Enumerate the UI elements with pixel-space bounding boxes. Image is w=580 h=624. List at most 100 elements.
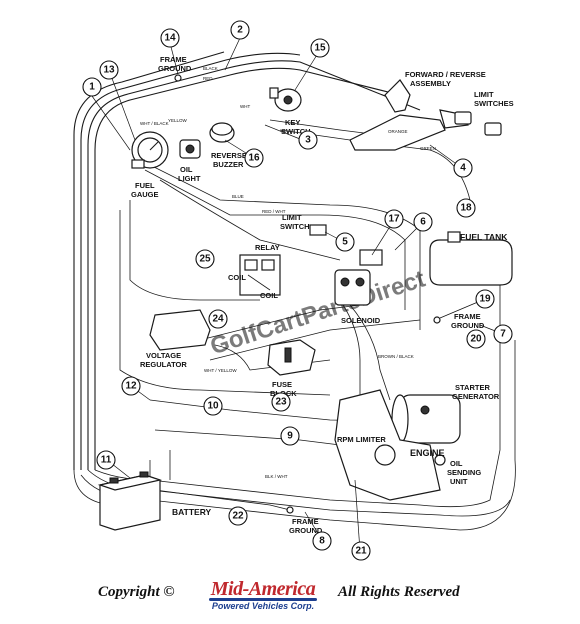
oil-sending-label-2: SENDING bbox=[447, 468, 481, 477]
frame-ground-top-label-2: GROUND bbox=[158, 64, 192, 73]
svg-text:3: 3 bbox=[305, 135, 311, 146]
callout-13: 13 bbox=[99, 60, 119, 80]
svg-text:12: 12 bbox=[125, 381, 137, 392]
svg-text:7: 7 bbox=[500, 329, 506, 340]
oil-sending-label-3: UNIT bbox=[450, 477, 468, 486]
oil-sending-label-1: OIL bbox=[450, 459, 463, 468]
callouts: 1 2 3 4 5 6 7 8 9 10 11 12 13 14 15 16 1… bbox=[82, 20, 513, 561]
callout-21: 21 bbox=[351, 541, 371, 561]
wire-label: WHT / YELLOW bbox=[204, 368, 237, 373]
fuel-gauge-label-2: GAUGE bbox=[131, 190, 159, 199]
wire-label: WHT bbox=[240, 104, 250, 109]
frame-ground-top bbox=[174, 74, 182, 82]
frame-ground-bottom bbox=[286, 506, 294, 514]
forward-reverse-label-1: FORWARD / REVERSE bbox=[405, 70, 486, 79]
frame-ground-top-label-1: FRAME bbox=[160, 55, 187, 64]
key-switch-label-2: SWITCH bbox=[281, 127, 311, 136]
frame-ground-right-label-2: GROUND bbox=[451, 321, 485, 330]
footer: Copyright © Mid-America Powered Vehicles… bbox=[0, 575, 580, 624]
callout-5: 5 bbox=[335, 232, 355, 252]
reverse-buzzer bbox=[209, 122, 235, 143]
callout-1: 1 bbox=[82, 77, 102, 97]
oil-light bbox=[179, 139, 201, 159]
oil-light-label-1: OIL bbox=[180, 165, 193, 174]
svg-text:15: 15 bbox=[314, 43, 326, 54]
engine bbox=[334, 389, 441, 501]
key-switch-label-1: KEY bbox=[285, 118, 300, 127]
callout-2: 2 bbox=[230, 20, 250, 40]
frame-ground-bottom-label-2: GROUND bbox=[289, 526, 323, 535]
coil-label-1: COIL bbox=[228, 273, 246, 282]
rpm-limiter-label: RPM LIMITER bbox=[337, 435, 386, 444]
voltage-regulator bbox=[149, 309, 211, 351]
fuse-block bbox=[267, 339, 316, 376]
svg-text:22: 22 bbox=[232, 511, 244, 522]
wire-label: GREEN bbox=[420, 146, 436, 151]
relay-label: RELAY bbox=[255, 243, 280, 252]
callout-3: 3 bbox=[298, 130, 318, 150]
svg-text:10: 10 bbox=[207, 401, 219, 412]
svg-text:24: 24 bbox=[212, 314, 224, 325]
svg-text:6: 6 bbox=[420, 217, 426, 228]
wire-label: BROWN / BLACK bbox=[378, 354, 414, 359]
wire-label: BLACK bbox=[203, 66, 218, 71]
fuel-gauge-label-1: FUEL bbox=[135, 181, 155, 190]
svg-text:2: 2 bbox=[237, 25, 243, 36]
callout-16: 16 bbox=[244, 148, 264, 168]
reverse-buzzer-label-2: BUZZER bbox=[213, 160, 244, 169]
wire-label: YELLOW bbox=[168, 118, 188, 123]
relay bbox=[239, 254, 281, 296]
frame-ground-right-label-1: FRAME bbox=[454, 312, 481, 321]
limit-switches bbox=[454, 111, 502, 136]
svg-text:19: 19 bbox=[479, 294, 491, 305]
callout-8: 8 bbox=[312, 531, 332, 551]
brand-swoosh bbox=[209, 598, 317, 601]
callout-18: 18 bbox=[456, 198, 476, 218]
limit-switches-label-2: SWITCHES bbox=[474, 99, 514, 108]
reverse-buzzer-label-1: REVERSE bbox=[211, 151, 247, 160]
svg-text:11: 11 bbox=[101, 455, 112, 466]
battery-label: BATTERY bbox=[172, 507, 212, 517]
limit-switch-label-2: SWITCH bbox=[280, 222, 310, 231]
callout-9: 9 bbox=[280, 426, 300, 446]
brand-logo-main: Mid-America bbox=[210, 578, 316, 600]
wire-label: WHT / BLACK bbox=[140, 121, 169, 126]
callout-4: 4 bbox=[453, 158, 473, 178]
forward-reverse-assembly bbox=[349, 79, 469, 151]
voltage-regulator-label-2: REGULATOR bbox=[140, 360, 187, 369]
svg-text:14: 14 bbox=[164, 33, 176, 44]
starter-generator-label-2: GENERATOR bbox=[452, 392, 500, 401]
svg-text:20: 20 bbox=[470, 334, 482, 345]
callout-20: 20 bbox=[466, 329, 486, 349]
starter-generator-label-1: STARTER bbox=[455, 383, 490, 392]
wire-labels: BLACK RED WHT WHT / BLACK YELLOW ORANGE … bbox=[140, 66, 436, 479]
wiring-diagram: GolfCartPartsDirect bbox=[73, 20, 516, 561]
brand-logo: Mid-America Powered Vehicles Corp. bbox=[203, 578, 323, 616]
svg-text:4: 4 bbox=[460, 163, 466, 174]
fuel-gauge bbox=[131, 131, 169, 169]
wire-label: BLUE bbox=[232, 194, 244, 199]
brand-logo-sub: Powered Vehicles Corp. bbox=[211, 601, 315, 611]
limit-switch-label-1: LIMIT bbox=[282, 213, 302, 222]
limit-switch bbox=[309, 224, 327, 236]
callout-23: 23 bbox=[271, 392, 291, 412]
svg-text:1: 1 bbox=[89, 82, 95, 93]
callout-24: 24 bbox=[208, 309, 228, 329]
svg-text:17: 17 bbox=[388, 214, 400, 225]
wire-label: RED bbox=[203, 76, 213, 81]
engine-label: ENGINE bbox=[410, 448, 445, 458]
svg-text:13: 13 bbox=[103, 65, 115, 76]
svg-text:25: 25 bbox=[199, 254, 211, 265]
svg-text:5: 5 bbox=[342, 237, 348, 248]
